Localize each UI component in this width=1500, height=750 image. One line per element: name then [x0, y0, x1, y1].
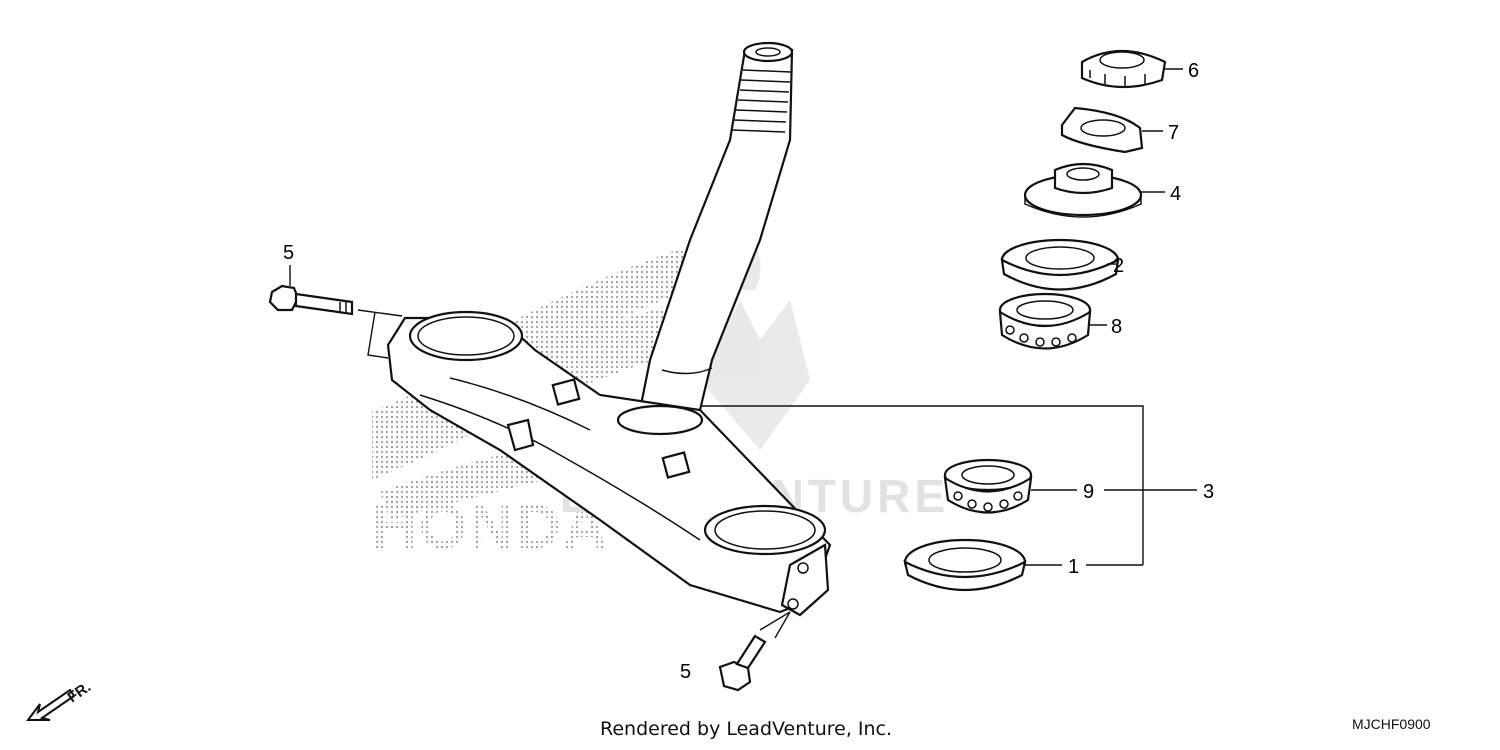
callout-4: 4	[1170, 183, 1181, 205]
front-direction-label: FR.	[65, 678, 95, 706]
callout-8: 8	[1111, 316, 1122, 338]
callout-5-top: 5	[283, 242, 294, 264]
diagram-code: MJCHF0900	[1352, 716, 1431, 732]
steering-lock-nut	[1080, 49, 1167, 89]
lower-dust-seal	[903, 538, 1027, 592]
callout-7: 7	[1168, 122, 1179, 144]
callout-6: 6	[1188, 60, 1199, 82]
upper-bearing	[998, 292, 1092, 350]
pinch-bolt-bottom	[718, 611, 791, 692]
rendered-by-credit: Rendered by LeadVenture, Inc.	[600, 718, 893, 740]
stem-thread-lines	[731, 69, 792, 133]
steering-adjusting-nut	[1023, 162, 1143, 218]
pinch-bolt-top	[268, 284, 403, 359]
steering-stem-bottom-bridge	[386, 310, 832, 617]
lower-bearing	[943, 458, 1033, 514]
honda-watermark-text: HONDA	[372, 493, 609, 562]
callout-3: 3	[1203, 481, 1214, 503]
callout-1: 1	[1068, 556, 1079, 578]
leader-lines	[289, 68, 1197, 566]
front-direction-arrow-icon	[26, 688, 76, 721]
callout-2: 2	[1113, 255, 1124, 277]
callout-5-bottom: 5	[680, 661, 691, 683]
dust-seal	[1000, 238, 1120, 291]
callout-9: 9	[1083, 481, 1094, 503]
lock-washer	[1060, 106, 1144, 154]
